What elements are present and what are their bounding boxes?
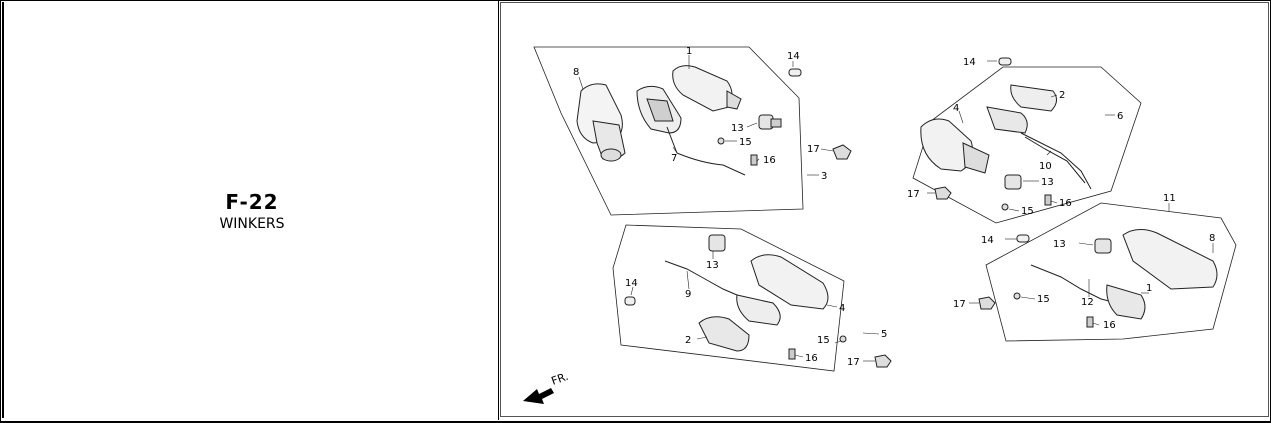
bulb-14-d <box>1016 234 1030 243</box>
callout-3: 3 <box>821 171 827 182</box>
leader-lines <box>578 55 1214 362</box>
assembly-outline-rear-left <box>612 224 845 372</box>
callout-17: 17 <box>953 299 966 310</box>
callout-13: 13 <box>1053 239 1066 250</box>
exploded-parts-diagram: 1 14 8 13 15 17 16 7 3 14 2 6 4 10 13 17… <box>523 46 1237 404</box>
wire-9 <box>664 260 738 296</box>
lens-gasket-a <box>636 85 682 134</box>
screw-15-c <box>839 335 847 343</box>
front-direction-arrow-icon <box>523 388 554 404</box>
screw-15-a <box>717 137 725 145</box>
callout-14: 14 <box>963 57 976 68</box>
panel-divider <box>498 0 499 420</box>
callout-1: 1 <box>1146 283 1152 294</box>
callout-15: 15 <box>739 137 752 148</box>
winker-lens-8-a <box>576 83 626 162</box>
callout-14: 14 <box>625 278 638 289</box>
section-name: WINKERS <box>219 216 285 232</box>
winker-lens-1-a <box>672 65 742 112</box>
screw-16-b <box>1044 194 1052 206</box>
lens-gasket-2-b <box>1010 84 1057 112</box>
assembly-outline-rear-right <box>985 202 1237 342</box>
wire-10 <box>1020 132 1092 190</box>
exploded-diagram-panel: 1 14 8 13 15 17 16 7 3 14 2 6 4 10 13 17… <box>500 2 1269 417</box>
callout-labels: 1 14 8 13 15 17 16 7 3 14 2 6 4 10 13 17… <box>573 46 1215 368</box>
callout-17: 17 <box>907 189 920 200</box>
callout-4: 4 <box>953 103 959 114</box>
callout-13: 13 <box>706 260 719 271</box>
callout-2: 2 <box>685 335 691 346</box>
winker-lens-8-d <box>1122 229 1218 290</box>
socket-housing-b <box>986 106 1028 134</box>
section-title-panel: F-22 WINKERS <box>2 2 500 418</box>
nut-17-b <box>934 186 952 200</box>
nut-17-d <box>978 296 996 310</box>
callout-6: 6 <box>1117 111 1123 122</box>
callout-9: 9 <box>685 289 691 300</box>
bulb-socket-13-b <box>1004 174 1022 190</box>
callout-13: 13 <box>731 123 744 134</box>
callout-4: 4 <box>839 303 845 314</box>
nut-17-a <box>832 144 852 160</box>
front-direction-label: FR. <box>550 370 570 388</box>
callout-16: 16 <box>1059 198 1072 209</box>
screw-15-b <box>1001 203 1009 211</box>
callout-5: 5 <box>881 329 887 340</box>
callout-15: 15 <box>1021 206 1034 217</box>
callout-10: 10 <box>1039 161 1052 172</box>
callout-11: 11 <box>1163 193 1176 204</box>
bulb-14-b <box>998 57 1012 66</box>
winker-lens-4-b <box>920 118 990 174</box>
callout-8: 8 <box>1209 233 1215 244</box>
callout-7: 7 <box>671 153 677 164</box>
callout-8: 8 <box>573 67 579 78</box>
callout-13: 13 <box>1041 177 1054 188</box>
callout-17: 17 <box>807 144 820 155</box>
callout-14: 14 <box>787 51 800 62</box>
lens-gasket-c <box>736 294 781 326</box>
socket-housing-d <box>1106 284 1146 320</box>
callout-2: 2 <box>1059 90 1065 101</box>
callout-12: 12 <box>1081 297 1094 308</box>
wire-7 <box>666 126 746 176</box>
screw-16-d <box>1086 316 1094 328</box>
screw-16-c <box>788 348 796 360</box>
section-title: F-22 WINKERS <box>4 190 500 232</box>
callout-15: 15 <box>1037 294 1050 305</box>
wire-12 <box>1030 264 1118 304</box>
bulb-14-c <box>624 296 636 306</box>
bulb-14-a <box>788 68 802 77</box>
callout-15: 15 <box>817 335 830 346</box>
callout-16: 16 <box>1103 320 1116 331</box>
bulb-socket-13-d <box>1094 238 1112 254</box>
assembly-outline-front-left <box>533 46 804 216</box>
callout-16: 16 <box>763 155 776 166</box>
screw-15-d <box>1013 292 1021 300</box>
winker-lens-4-c <box>750 254 829 310</box>
screw-16-a <box>750 154 758 166</box>
callout-17: 17 <box>847 357 860 368</box>
bulb-socket-13-c <box>708 234 726 252</box>
section-code: F-22 <box>225 190 279 214</box>
callout-16: 16 <box>805 353 818 364</box>
nut-17-c <box>874 354 892 368</box>
callout-1: 1 <box>686 46 692 57</box>
bulb-socket-13-a <box>758 114 782 130</box>
callout-14: 14 <box>981 235 994 246</box>
lens-2-c <box>698 316 750 352</box>
